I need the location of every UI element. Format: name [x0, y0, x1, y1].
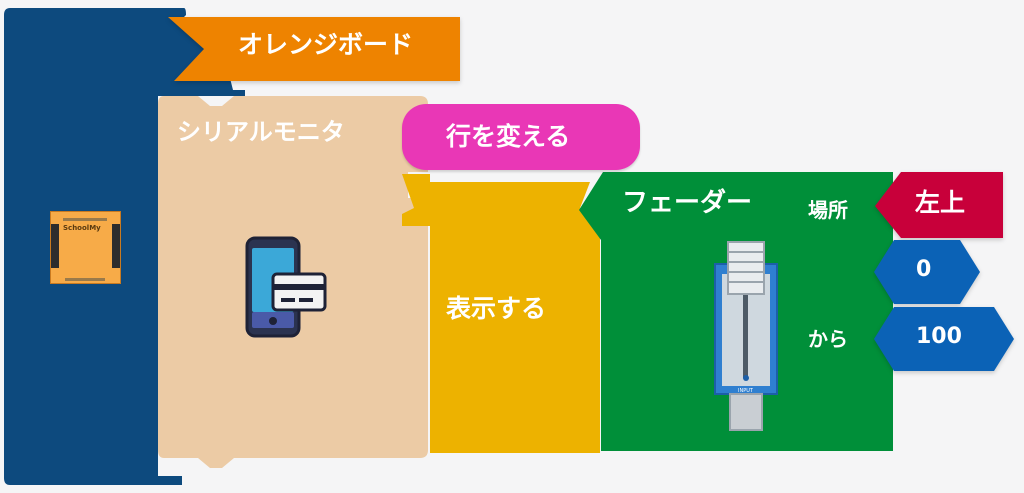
- position-value-block[interactable]: [873, 170, 1005, 240]
- position-value: 左上: [915, 188, 966, 217]
- newline-label: 行を変える: [446, 122, 571, 151]
- max-value-block[interactable]: [872, 305, 1018, 373]
- board-brand-text: SchoolMy: [63, 224, 101, 232]
- position-label: 場所: [808, 198, 848, 222]
- serial-monitor-label: シリアルモニタ: [177, 118, 345, 146]
- display-label: 表示する: [446, 294, 547, 323]
- board-label: オレンジボード: [238, 30, 414, 59]
- min-value-block[interactable]: [872, 238, 984, 306]
- phone-card-icon: [245, 236, 327, 338]
- newline-block[interactable]: [402, 104, 640, 170]
- display-block[interactable]: [400, 168, 610, 458]
- orange-board-icon: SchoolMy: [50, 211, 121, 284]
- board-label-tag[interactable]: [160, 13, 460, 83]
- slider-caption: INPUT: [738, 388, 753, 394]
- min-value: 0: [916, 257, 932, 282]
- fader-label: フェーダー: [622, 188, 753, 218]
- fader-slider-icon: [714, 241, 778, 431]
- from-label: から: [808, 327, 848, 351]
- max-value: 100: [916, 324, 962, 349]
